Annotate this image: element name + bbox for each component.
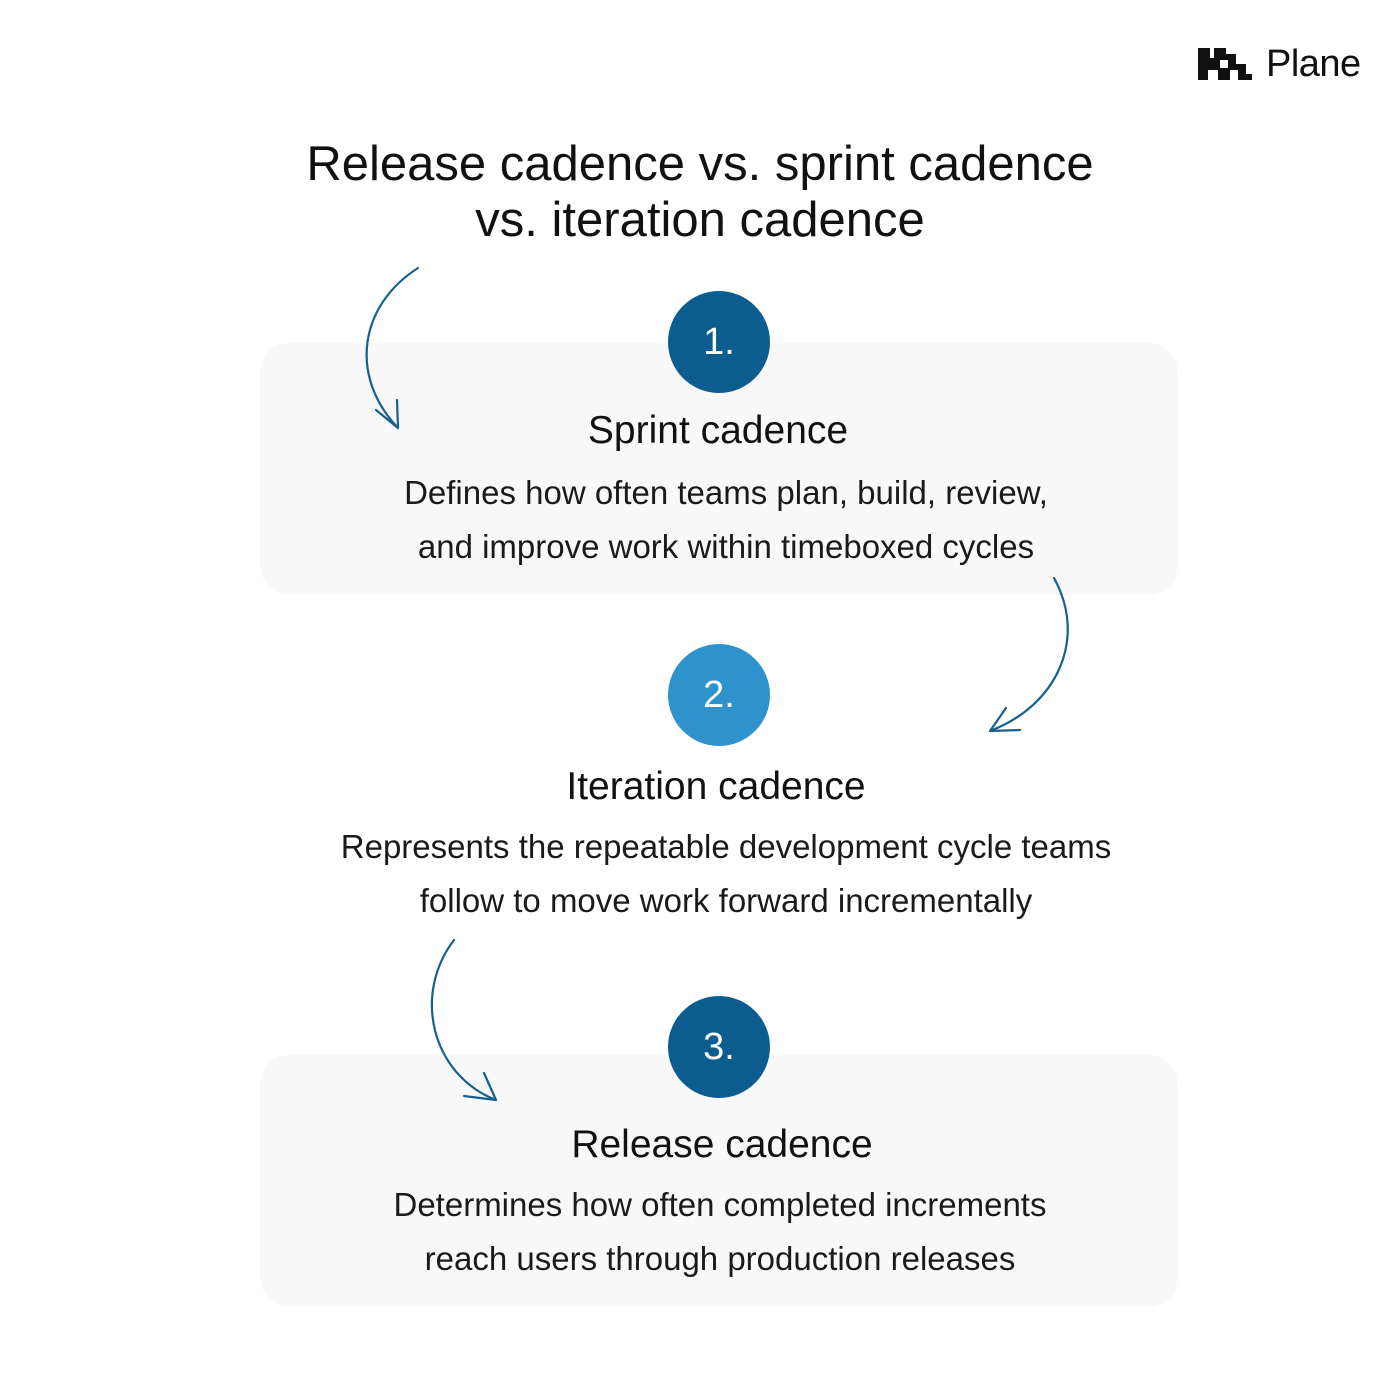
step-3-description-line-1: Determines how often completed increment… [393, 1186, 1047, 1223]
brand-name: Plane [1266, 43, 1361, 85]
step-1-badge: 1. [668, 291, 770, 393]
step-2-badge: 2. [668, 644, 770, 746]
step-3-description: Determines how often completed increment… [20, 1178, 1400, 1286]
step-2-description-line-2: follow to move work forward incrementall… [419, 882, 1033, 919]
step-1-description-line-1: Defines how often teams plan, build, rev… [404, 474, 1048, 511]
page-title: Release cadence vs. sprint cadence vs. i… [0, 136, 1400, 248]
step-3-title: Release cadence [571, 1123, 873, 1166]
step-2-description-line-1: Represents the repeatable development cy… [340, 828, 1112, 865]
step-1-title: Sprint cadence [587, 409, 849, 452]
step-2-title: Iteration cadence [566, 765, 866, 808]
step-2-description: Represents the repeatable development cy… [26, 820, 1400, 928]
step-1-description-line-2: and improve work within timeboxed cycles [417, 528, 1035, 565]
page-title-line-1: Release cadence vs. sprint cadence [306, 137, 1094, 191]
step-1-description: Defines how often teams plan, build, rev… [26, 466, 1400, 574]
page-title-line-2: vs. iteration cadence [475, 193, 925, 247]
plane-logo-icon [1198, 48, 1252, 80]
step-3-badge: 3. [668, 996, 770, 1098]
brand-logo: Plane [1196, 44, 1361, 84]
step-3-description-line-2: reach users through production releases [424, 1240, 1016, 1277]
arrow-to-step-2-icon [988, 576, 1069, 733]
